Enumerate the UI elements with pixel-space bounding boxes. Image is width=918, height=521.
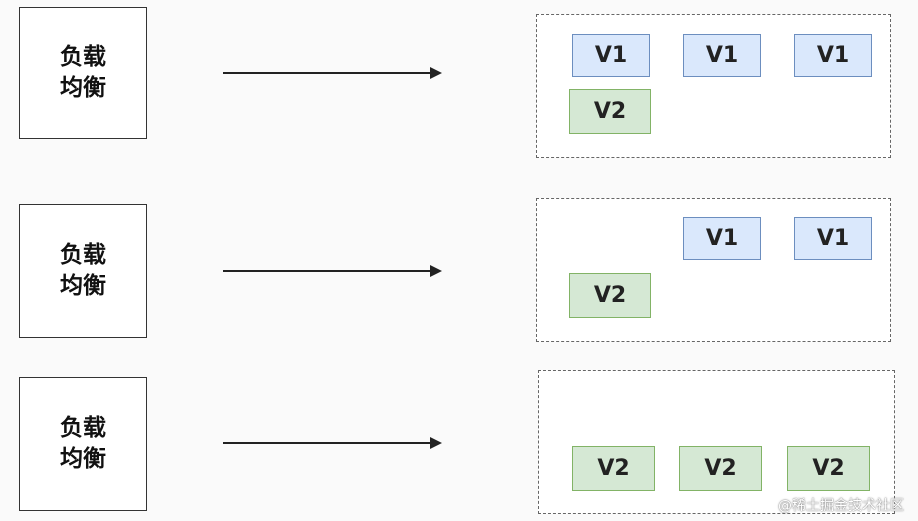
service-group-3: V2 V2 V2 (538, 370, 895, 514)
instance-v2: V2 (679, 446, 762, 491)
load-balancer-box-3: 负载均衡 (19, 377, 147, 511)
instance-v1: V1 (683, 34, 761, 77)
instance-v2: V2 (572, 446, 655, 491)
service-group-2: V1 V1 V2 (536, 198, 891, 342)
instance-v1: V1 (794, 34, 872, 77)
instance-v1: V1 (683, 217, 761, 260)
instance-v1: V1 (572, 34, 650, 77)
service-group-1: V1 V1 V1 V2 (536, 14, 891, 158)
instance-v2: V2 (569, 273, 651, 318)
arrow-right-icon (223, 66, 442, 80)
instance-v2: V2 (787, 446, 870, 491)
load-balancer-label: 负载均衡 (60, 242, 106, 299)
load-balancer-label: 负载均衡 (60, 44, 106, 101)
instance-v2: V2 (569, 89, 651, 134)
load-balancer-label: 负载均衡 (60, 415, 106, 472)
watermark-text: @稀土掘金技术社区 (778, 498, 904, 514)
arrow-right-icon (223, 436, 442, 450)
load-balancer-box-1: 负载均衡 (19, 7, 147, 139)
load-balancer-box-2: 负载均衡 (19, 204, 147, 338)
instance-v1: V1 (794, 217, 872, 260)
arrow-right-icon (223, 264, 442, 278)
